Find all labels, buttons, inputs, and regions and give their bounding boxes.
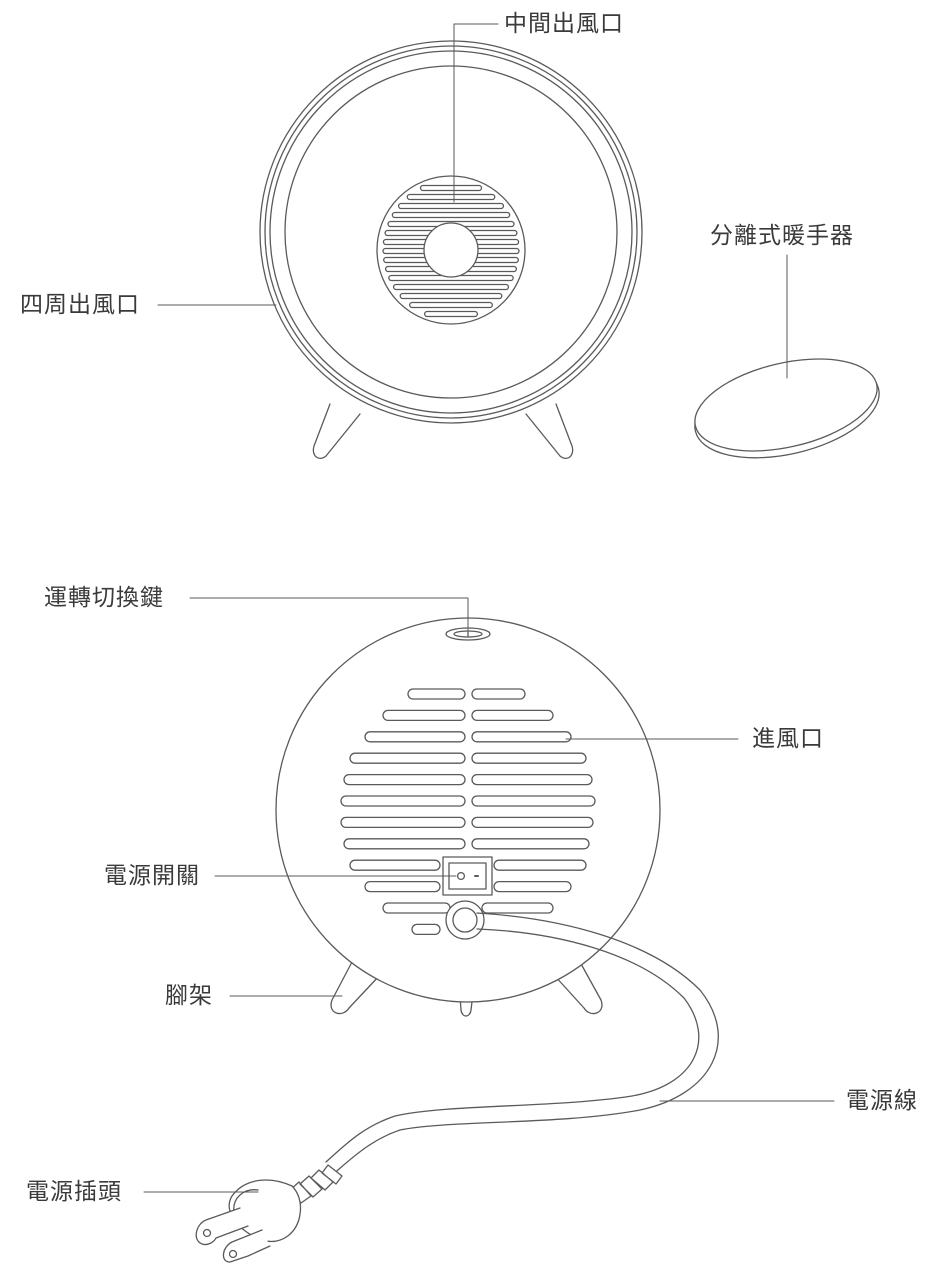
label-surround-outlet: 四周出風口 (20, 292, 140, 318)
grille-slot (423, 310, 479, 318)
label-center-outlet: 中間出風口 (504, 11, 624, 37)
back-body (275, 617, 661, 1003)
vent-slot (340, 816, 466, 829)
label-power-switch: 電源開關 (104, 863, 200, 889)
mode-switch-inner (453, 630, 483, 638)
air-inlet-vents (340, 688, 596, 936)
vent-slot (471, 752, 587, 764)
vent-slot (471, 838, 590, 850)
hand-warmer-top (694, 358, 878, 452)
vent-slot (382, 902, 451, 914)
plug-prong-upper-hole (202, 1228, 212, 1238)
grille-slot (409, 301, 493, 309)
hand-warmer-illustration (694, 358, 880, 459)
power-cord-outer (331, 912, 719, 1176)
vent-slot (471, 795, 596, 807)
vent-slot (471, 773, 593, 786)
front-inner-face (284, 65, 618, 399)
center-hub (423, 222, 479, 278)
vent-slot (471, 709, 554, 722)
vent-slot (382, 709, 466, 722)
back-view (275, 617, 661, 1017)
leader-center-outlet (453, 23, 499, 203)
cord-grommet-inner (452, 907, 478, 933)
front-right-leg (525, 403, 574, 460)
leader-lines (143, 23, 835, 1193)
vent-slot (493, 880, 572, 893)
plug-prong-lower-hole (228, 1249, 238, 1259)
label-mode-switch: 運轉切換鍵 (44, 585, 164, 611)
front-ring-2 (264, 45, 638, 419)
vent-slot (343, 838, 466, 850)
grille-slot (392, 283, 510, 291)
vent-slot (471, 816, 594, 829)
label-hand-warmer: 分離式暖手器 (710, 223, 854, 249)
front-left-leg (312, 403, 361, 460)
vent-slot (364, 880, 441, 893)
vent-slot (349, 859, 441, 871)
label-power-cord: 電源線 (846, 1088, 918, 1114)
vent-slot (471, 688, 526, 700)
label-air-inlet: 進風口 (752, 726, 824, 752)
vent-slot (471, 731, 572, 743)
front-ring-3 (269, 50, 633, 414)
vent-slot (481, 902, 554, 914)
back-left-leg (330, 961, 381, 1015)
label-power-plug: 電源插頭 (26, 1179, 122, 1205)
vent-slot (340, 795, 466, 807)
grille-slot (419, 184, 483, 192)
label-stand: 腳架 (165, 983, 213, 1009)
center-grille-outline (376, 175, 526, 325)
grille-slot (399, 292, 503, 300)
front-view (259, 40, 643, 460)
grille-slot (397, 202, 505, 210)
vent-slot (343, 773, 466, 786)
power-cord-inner (325, 928, 700, 1163)
vent-slot (349, 752, 466, 764)
grille-slot (391, 211, 511, 219)
leader-mode-switch (189, 597, 469, 631)
power-off-mark (456, 871, 466, 881)
vent-slot (411, 923, 441, 936)
vent-slot (493, 859, 587, 871)
vent-slot (364, 731, 466, 743)
vent-slot (407, 688, 466, 700)
grille-slot (406, 193, 496, 201)
plug-face (233, 1189, 259, 1213)
plug-strain-relief (289, 1164, 343, 1204)
power-cord-illustration (195, 912, 719, 1263)
plug-prong-lower (222, 1229, 271, 1263)
